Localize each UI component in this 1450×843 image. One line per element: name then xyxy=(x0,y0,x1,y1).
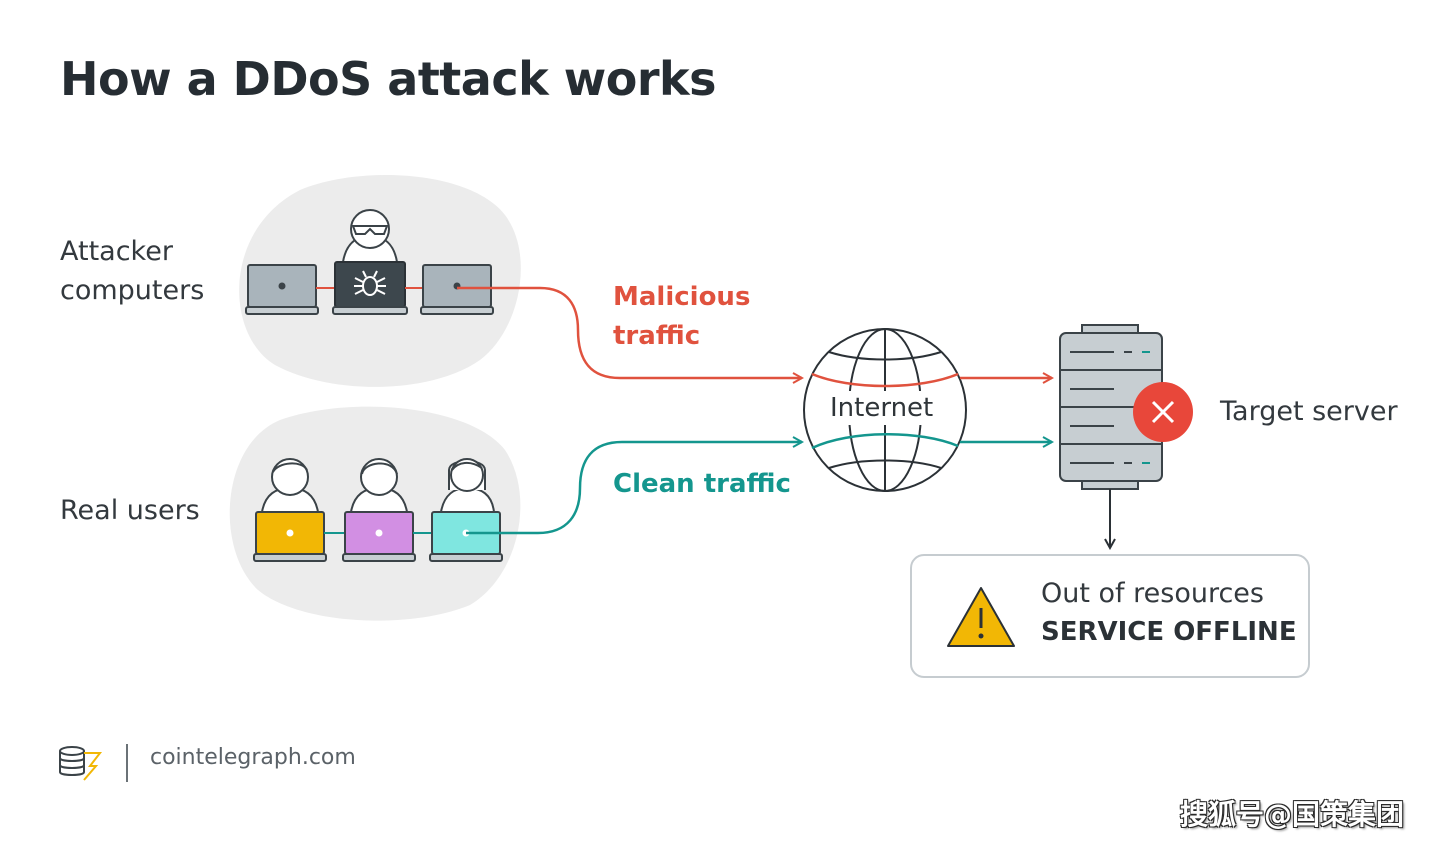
malicious-traffic-path xyxy=(457,286,802,378)
watermark: 搜狐号@国策集团 xyxy=(1180,798,1405,831)
real-users-label: Real users xyxy=(60,495,200,526)
user-1 xyxy=(261,458,319,513)
attacker-laptop-left xyxy=(245,264,319,315)
clean-traffic-path xyxy=(466,442,802,535)
page-title: How a DDoS attack works xyxy=(60,52,716,106)
user-laptop-yellow xyxy=(253,511,327,562)
attacker-label: Attacker computers xyxy=(60,236,205,306)
attacker-laptop-right xyxy=(420,264,494,315)
user-laptop-cyan xyxy=(429,511,503,562)
user-3 xyxy=(440,458,495,513)
status-message: Out of resources xyxy=(1041,578,1264,609)
user-laptop-purple xyxy=(342,511,416,562)
malicious-traffic-label: Malicious traffic xyxy=(613,282,751,351)
bug-icon xyxy=(354,270,386,296)
target-server-label: Target server xyxy=(1220,396,1398,427)
globe-malicious-band xyxy=(811,372,959,388)
attacker-person xyxy=(342,209,398,263)
attacker-main-laptop xyxy=(332,261,408,315)
error-icon xyxy=(1133,382,1193,442)
clean-traffic-label: Clean traffic xyxy=(613,469,791,499)
status-offline: SERVICE OFFLINE xyxy=(1041,617,1297,647)
globe-clean-band xyxy=(811,433,959,450)
user-2 xyxy=(350,458,408,513)
cointelegraph-logo xyxy=(59,746,103,781)
internet-label: Internet xyxy=(824,391,940,425)
warning-icon xyxy=(947,587,1015,647)
brand-url: cointelegraph.com xyxy=(150,745,356,770)
